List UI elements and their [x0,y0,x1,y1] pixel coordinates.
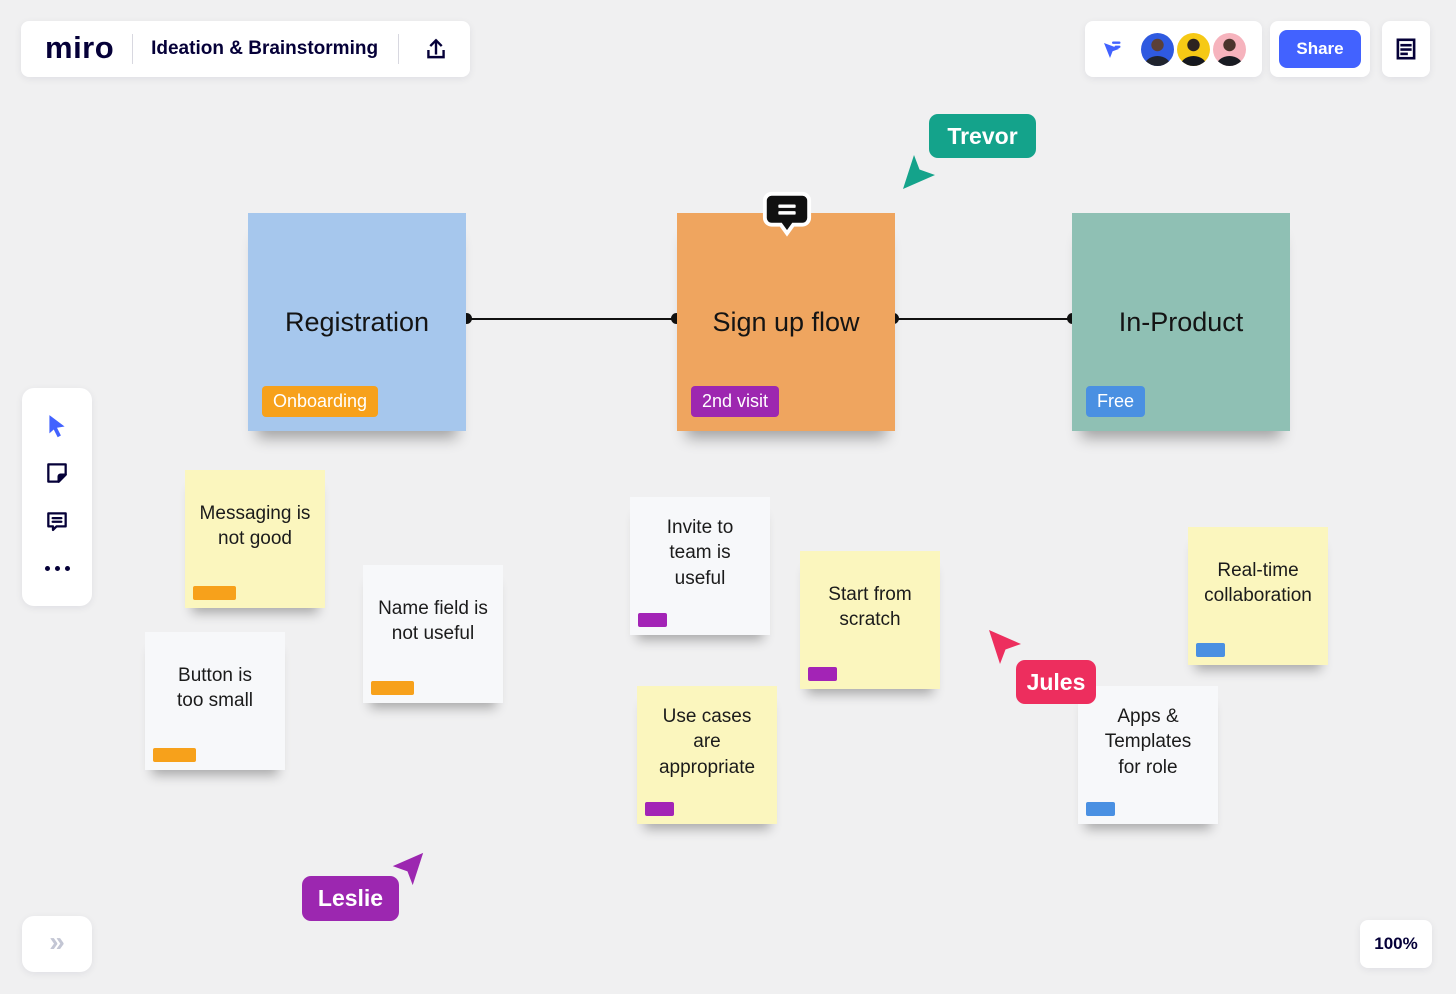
tool-palette [22,388,92,606]
miro-logo[interactable]: miro [45,29,115,65]
follow-cursor-icon [1104,41,1121,58]
zoom-level: 100% [1374,934,1418,953]
avatar[interactable] [1213,32,1246,66]
connector-endpoint [671,313,682,324]
comment-icon [47,512,67,531]
cursor-arrow-jules [986,627,1026,672]
card-tag[interactable]: 2nd visit [691,386,780,417]
sticky-text: Real-time collaboration [1204,559,1312,606]
comment-tool[interactable] [37,501,77,541]
export-icon [426,38,445,59]
sticky-tag-bar[interactable] [808,667,837,681]
flow-card-in-product[interactable]: In-Product Free [1072,213,1290,431]
sticky-text: Button is too small [176,664,254,711]
sticky-note-icon [47,463,67,483]
sticky-note[interactable]: Start from scratch [800,551,940,689]
flow-card-registration[interactable]: Registration Onboarding [248,213,466,431]
share-button[interactable]: Share [1279,30,1361,68]
cursor-label-trevor: Trevor [929,114,1036,158]
sticky-note[interactable]: Messaging is not good [185,470,325,608]
sticky-note-tool[interactable] [37,453,77,493]
cursor-icon [49,414,65,437]
avatar[interactable] [1177,32,1210,66]
document-icon [1396,38,1416,60]
avatar-silhouette [1144,38,1171,66]
sticky-tag-bar[interactable] [371,681,414,695]
divider [132,34,134,64]
comment-bubble-icon [762,191,812,237]
zoom-control[interactable]: 100% [1360,920,1432,968]
chevrons-right-icon: » [49,926,65,957]
expand-toolbar-button[interactable]: » [22,916,92,972]
sticky-text: Use cases are appropriate [658,706,756,778]
notes-panel [1382,21,1430,77]
card-tag[interactable]: Free [1086,386,1146,417]
sticky-tag-bar[interactable] [153,748,196,762]
cursor-label-leslie: Leslie [302,876,399,921]
sticky-text: Start from scratch [828,583,912,630]
sticky-note[interactable]: Name field is not useful [363,565,503,703]
card-tag[interactable]: Onboarding [262,386,379,417]
sticky-tag-bar[interactable] [638,613,667,627]
sticky-note[interactable]: Button is too small [145,632,285,770]
cursor-arrow-leslie [388,850,426,893]
notes-button[interactable] [1386,29,1426,69]
flow-card-sign-up-flow[interactable]: Sign up flow 2nd visit [677,213,895,431]
follow-cursor-button[interactable] [1097,29,1127,69]
avatar[interactable] [1141,32,1174,66]
connector-line[interactable] [466,318,677,320]
export-button[interactable] [417,29,454,69]
sticky-tag-bar[interactable] [1086,802,1115,816]
sticky-text: Name field is not useful [378,597,488,644]
connector-line[interactable] [893,318,1072,320]
sticky-text: Messaging is not good [199,502,311,549]
card-title: In-Product [1118,306,1244,337]
more-tools-button[interactable] [37,548,77,588]
sticky-tag-bar[interactable] [193,586,236,600]
card-title: Sign up flow [712,306,860,337]
avatar-group [1141,32,1246,66]
collaborators-panel [1085,21,1262,77]
app-header: miro Ideation & Brainstorming [21,21,470,77]
connector-endpoint [461,313,472,324]
sticky-tag-bar[interactable] [1196,643,1225,657]
avatar-silhouette [1216,38,1243,66]
sticky-note[interactable]: Use cases are appropriate [637,686,777,824]
comment-marker[interactable] [760,190,814,242]
sticky-note[interactable]: Apps & Templates for role [1078,686,1218,824]
avatar-silhouette [1180,38,1207,66]
card-title: Registration [284,306,430,337]
select-tool[interactable] [37,406,77,446]
sticky-note[interactable]: Invite to team is useful [630,497,770,635]
sticky-tag-bar[interactable] [645,802,674,816]
sticky-text: Apps & Templates for role [1104,706,1192,778]
sticky-note[interactable]: Real-time collaboration [1188,527,1328,665]
sticky-text: Invite to team is useful [666,517,734,589]
board-title[interactable]: Ideation & Brainstorming [151,38,379,59]
share-panel: Share [1270,21,1370,77]
cursor-label-jules: Jules [1016,660,1096,704]
cursor-arrow-trevor [900,147,940,192]
divider [398,34,399,64]
ellipsis-icon [44,565,70,571]
